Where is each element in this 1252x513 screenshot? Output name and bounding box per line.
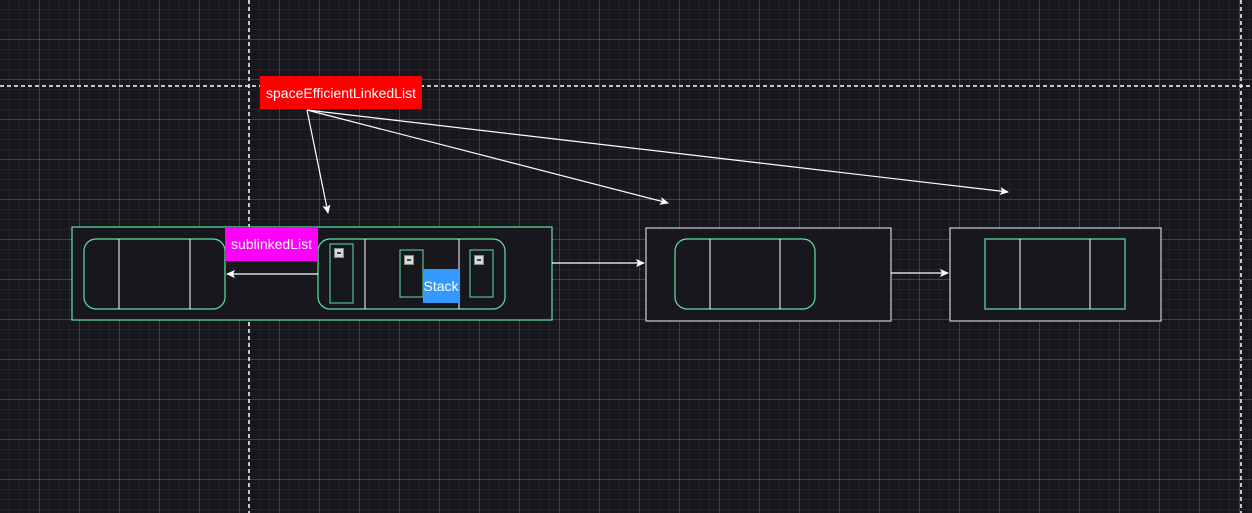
node2-cell[interactable] [674,238,816,310]
root-label-box[interactable] [260,76,422,109]
arrow-root-to-node2[interactable] [306,109,669,205]
arrow-root-to-node3[interactable] [306,109,1009,196]
mini-container-1[interactable] [329,243,354,304]
node3-cell[interactable] [984,238,1126,310]
collapse-icon[interactable] [334,248,344,258]
root-label[interactable]: spaceEfficientLinkedList [266,84,416,101]
node1-left-cell[interactable] [83,238,226,310]
node2-outer[interactable] [645,227,892,322]
sublist-label[interactable]: sublinkedList [231,236,312,252]
stack-label-box[interactable] [423,269,459,303]
node3-outer[interactable] [949,227,1162,322]
sublist-label-box[interactable] [225,227,318,261]
arrow-root-to-node1[interactable] [306,109,331,214]
collapse-icon[interactable] [474,255,484,265]
mini-container-3[interactable] [469,249,494,298]
collapse-icon[interactable] [404,255,414,265]
stack-label[interactable]: Stack [423,278,459,294]
